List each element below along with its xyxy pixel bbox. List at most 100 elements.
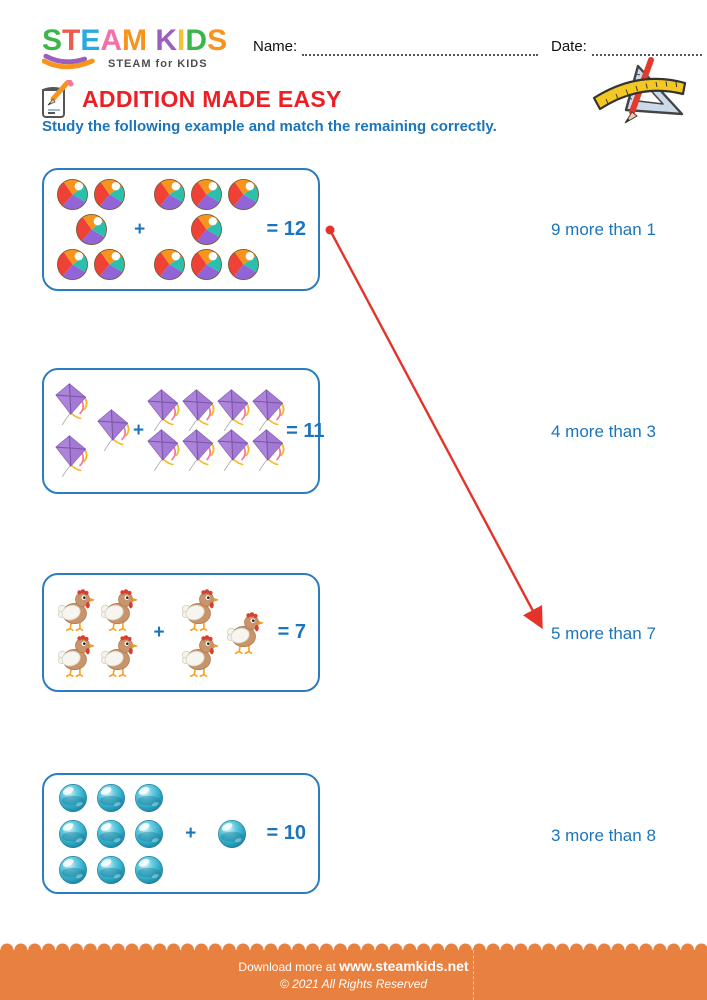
kite-icon — [217, 389, 250, 433]
logo-swoosh-icon — [42, 53, 95, 70]
problem-box-kites: + = 11 — [42, 368, 325, 494]
kite-icon — [182, 389, 215, 433]
footer-download-text: Download more at www.steamkids.net — [238, 958, 468, 976]
beach-ball-icon — [153, 178, 186, 211]
item-row — [178, 587, 221, 633]
beach-ball-icon — [227, 248, 260, 281]
footer-website-link[interactable]: www.steamkids.net — [339, 958, 469, 974]
kite-icon — [252, 429, 285, 473]
sum-label: = 7 — [277, 621, 306, 643]
problem-box-beach-balls: + = 12 — [42, 168, 320, 291]
logo-letter: T — [62, 24, 81, 57]
footer: Download more at www.steamkids.net © 202… — [0, 940, 707, 1000]
logo-letter: D — [185, 24, 208, 57]
plus-sign: + — [153, 621, 165, 643]
item-row — [178, 633, 221, 679]
item-row — [54, 383, 89, 427]
item-row — [188, 212, 225, 247]
left-addend-group — [54, 587, 140, 679]
beach-ball-icon — [227, 178, 260, 211]
left-addend-group — [54, 780, 168, 888]
date-field: Date: — [551, 38, 702, 56]
beach-ball-icon — [56, 248, 89, 281]
sum-label: = 11 — [286, 419, 325, 442]
marble-icon — [96, 819, 126, 849]
item-side-column — [223, 610, 266, 656]
logo-letter: I — [177, 24, 186, 57]
hen-icon — [56, 588, 95, 632]
kite-icon — [147, 429, 180, 473]
marble-icon — [134, 855, 164, 885]
footer-scallop-edge — [0, 940, 707, 950]
item-row — [73, 212, 110, 247]
left-addend-group — [54, 383, 131, 479]
page-title: ADDITION MADE EASY — [82, 86, 342, 112]
notebook-pencil-icon — [42, 80, 74, 118]
item-row — [146, 389, 286, 433]
item-row — [54, 435, 89, 479]
footer-fold-divider — [473, 940, 474, 1000]
marble-icon — [58, 819, 88, 849]
date-label: Date: — [551, 38, 587, 55]
marble-icon — [58, 855, 88, 885]
answer-option-3: 5 more than 7 — [551, 624, 656, 643]
beach-ball-icon — [190, 178, 223, 211]
item-row — [151, 177, 262, 212]
item-rows — [151, 177, 262, 282]
beach-ball-icon — [93, 178, 126, 211]
hen-icon — [99, 634, 138, 678]
item-row — [96, 409, 131, 453]
kite-icon — [217, 429, 250, 473]
kite-icon — [55, 383, 88, 427]
kite-icon — [252, 389, 285, 433]
kite-icon — [97, 409, 130, 453]
beach-ball-icon — [190, 213, 223, 246]
beach-ball-icon — [153, 248, 186, 281]
name-input-line[interactable] — [302, 39, 538, 56]
logo-letter — [147, 26, 155, 56]
beach-ball-icon — [93, 248, 126, 281]
plus-sign: + — [134, 218, 146, 240]
item-rows — [54, 177, 128, 282]
item-row — [54, 587, 140, 633]
date-input-line[interactable] — [591, 39, 702, 56]
hen-icon — [180, 588, 219, 632]
kite-icon — [55, 435, 88, 479]
logo-letter: K — [155, 24, 178, 57]
marble-icon — [58, 783, 88, 813]
item-row — [54, 177, 128, 212]
item-rows — [146, 389, 286, 473]
name-field: Name: — [253, 38, 538, 56]
right-addend-group — [151, 177, 262, 282]
item-row — [54, 816, 168, 852]
item-rows — [213, 816, 251, 852]
item-row — [54, 852, 168, 888]
sum-label: = 10 — [266, 822, 306, 844]
logo-letter: S — [207, 24, 228, 57]
right-addend-group — [213, 816, 251, 852]
answer-option-2: 4 more than 3 — [551, 422, 656, 441]
right-addend-group — [178, 587, 266, 679]
problem-box-marbles: + = 10 — [42, 773, 320, 894]
item-row — [151, 247, 262, 282]
item-row — [54, 633, 140, 679]
item-rows — [178, 587, 221, 679]
beach-ball-icon — [56, 178, 89, 211]
answer-option-1: 9 more than 1 — [551, 220, 656, 239]
kite-icon — [147, 389, 180, 433]
item-rows — [54, 587, 140, 679]
hen-icon — [225, 611, 264, 655]
logo-letter: E — [80, 24, 101, 57]
instruction-text: Study the following example and match th… — [42, 118, 497, 135]
right-addend-group — [146, 389, 286, 473]
logo-letter: A — [100, 24, 123, 57]
steam-kids-logo: STEAM KIDS STEAM for KIDS — [42, 26, 227, 71]
hen-icon — [56, 634, 95, 678]
item-rows — [54, 383, 131, 479]
sum-label: = 12 — [266, 218, 306, 240]
marble-icon — [217, 819, 247, 849]
item-row — [54, 780, 168, 816]
marble-icon — [96, 783, 126, 813]
marble-icon — [134, 819, 164, 849]
